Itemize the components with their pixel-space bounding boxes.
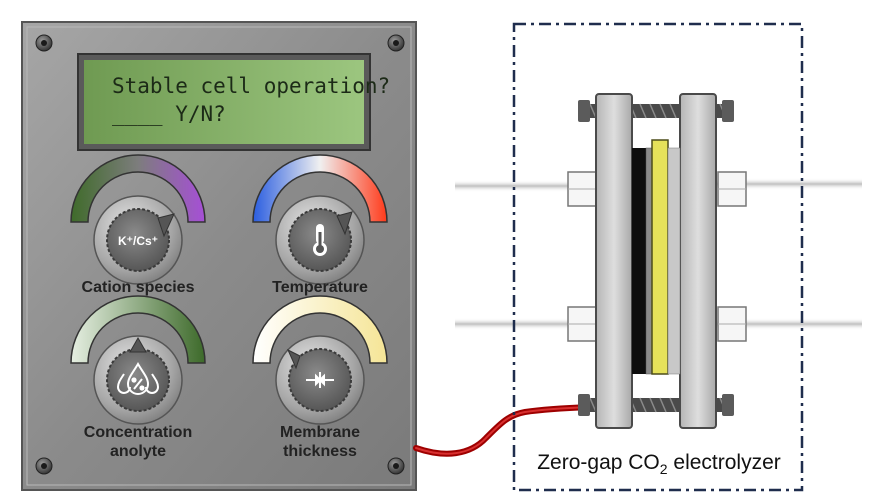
knob-label-thickness: thickness [283,443,357,460]
lower-tubes [455,318,862,330]
knob-label-temperature: Temperature [272,279,368,296]
electrolyzer-caption: Zero-gap CO2 electrolyzer [537,451,781,477]
knob-pointer-icon [129,336,147,353]
knob-concentration-anolyte[interactable]: Concentration anolyte [70,295,206,460]
membrane-layer [651,139,669,375]
knob-pointer-icon [336,211,353,236]
anode-layer [667,147,681,375]
end-plate-right [679,93,717,429]
knob-cation-species[interactable]: K⁺/Cs⁺ Cation species [70,154,206,296]
compress-arrows-icon [306,372,334,388]
knob-membrane-thickness[interactable]: Membrane thickness [252,295,388,460]
knob-label-anolyte: anolyte [110,443,166,460]
knob-temperature[interactable]: Temperature [252,154,388,296]
lcd-line-2: ____ Y/N? [112,102,226,126]
panel-screw-bottom-left [35,457,53,475]
connection-cable [413,404,593,457]
electrolyzer-frame [512,22,804,492]
fitting-left-top [567,171,597,207]
panel-screw-top-left [35,34,53,52]
knob-label-cation-species: Cation species [82,279,195,296]
fitting-right-bottom [717,306,747,342]
knob-pointer-icon [157,213,175,238]
concentration-gauge-arc [70,295,206,364]
knob-label-concentration: Concentration [84,424,192,441]
lcd-line-1: Stable cell operation? [112,74,390,98]
thermometer-icon [313,224,327,256]
cation-gauge-arc [70,154,206,223]
fitting-right-top [717,171,747,207]
cation-icon: K⁺/Cs⁺ [118,234,158,248]
knob-pointer-icon [286,348,301,370]
cathode-layer [632,148,646,374]
cable-highlight [415,406,591,455]
drops-percent-icon [116,362,160,395]
knob-label-membrane: Membrane [280,424,360,441]
temperature-gauge-arc [252,154,388,223]
lcd-display: Stable cell operation? ____ Y/N? [77,53,390,151]
upper-tubes [455,178,862,192]
panel-screw-bottom-right [387,457,405,475]
end-plate-left [595,93,633,429]
panel-screw-top-right [387,34,405,52]
gdl-layer [645,147,653,375]
membrane-gauge-arc [252,295,388,364]
fitting-left-bottom [567,306,597,342]
